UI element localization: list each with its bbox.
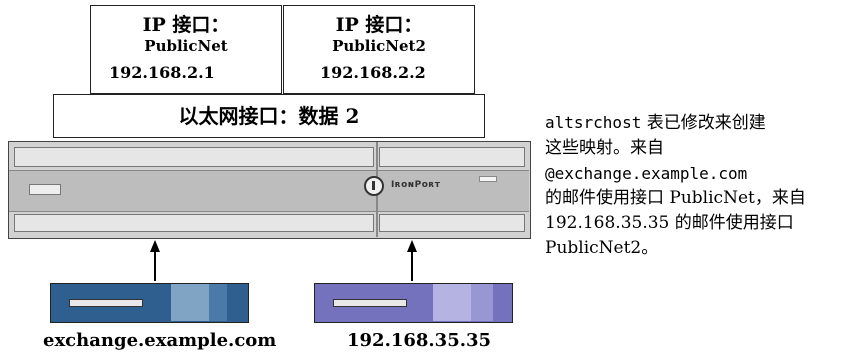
ip-interface-address: 192.168.2.2 <box>320 63 426 82</box>
description-text: altsrchost 表已修改来创建 这些映射。来自 @exchange.exa… <box>545 110 860 261</box>
description-line: 这些映射。来自 <box>545 138 664 158</box>
ip-interface-address: 192.168.2.1 <box>109 63 215 82</box>
description-line: 表已修改来创建 <box>641 113 766 133</box>
ip-interface-title: IP 接口： <box>142 14 230 36</box>
arrow-up-icon <box>150 240 160 252</box>
description-line: PublicNet2。 <box>545 238 659 258</box>
arrow-shaft <box>154 250 156 281</box>
code-altsrchost: altsrchost <box>545 113 642 132</box>
drive-bay <box>14 147 374 167</box>
description-line: 的邮件使用接口 PublicNet，来自 <box>545 188 806 208</box>
server-ip-icon <box>314 283 513 323</box>
ethernet-interface-box: 以太网接口：数据 2 <box>53 94 485 138</box>
power-indicator-icon <box>29 184 61 195</box>
ip-interface-name: PublicNet2 <box>332 37 426 55</box>
server-panel <box>171 284 209 321</box>
description-line: 192.168.35.35 的邮件使用接口 <box>545 213 794 233</box>
server-slot <box>333 299 407 307</box>
ip-interface-title: IP 接口： <box>335 14 423 36</box>
arrow-shaft <box>411 250 413 281</box>
drive-bay <box>379 147 525 167</box>
appliance-logo-text: IʀᴏɴPᴏʀᴛ <box>391 180 441 190</box>
source-label-exchange: exchange.example.com <box>43 330 277 351</box>
ip-interface-box-publicnet2: IP 接口： PublicNet2 192.168.2.2 <box>283 5 475 94</box>
server-panel <box>433 284 471 321</box>
server-panel <box>209 284 227 321</box>
appliance-front-panel: IʀᴏɴPᴏʀᴛ <box>8 141 531 239</box>
appliance-bezel <box>9 170 529 212</box>
source-label-ip: 192.168.35.35 <box>347 330 492 351</box>
drive-bay <box>14 214 374 232</box>
server-slot <box>69 299 143 307</box>
server-panel <box>471 284 493 321</box>
drive-bay <box>379 214 525 232</box>
code-exchange-domain: @exchange.example.com <box>545 164 748 183</box>
ironport-logo-icon <box>364 176 384 196</box>
server-exchange-icon <box>50 283 249 323</box>
ip-interface-box-publicnet: IP 接口： PublicNet 192.168.2.1 <box>90 5 282 94</box>
ethernet-interface-label: 以太网接口：数据 2 <box>178 104 360 128</box>
ip-interface-name: PublicNet <box>144 37 228 55</box>
arrow-up-icon <box>407 240 417 252</box>
status-led-icon <box>479 176 497 182</box>
